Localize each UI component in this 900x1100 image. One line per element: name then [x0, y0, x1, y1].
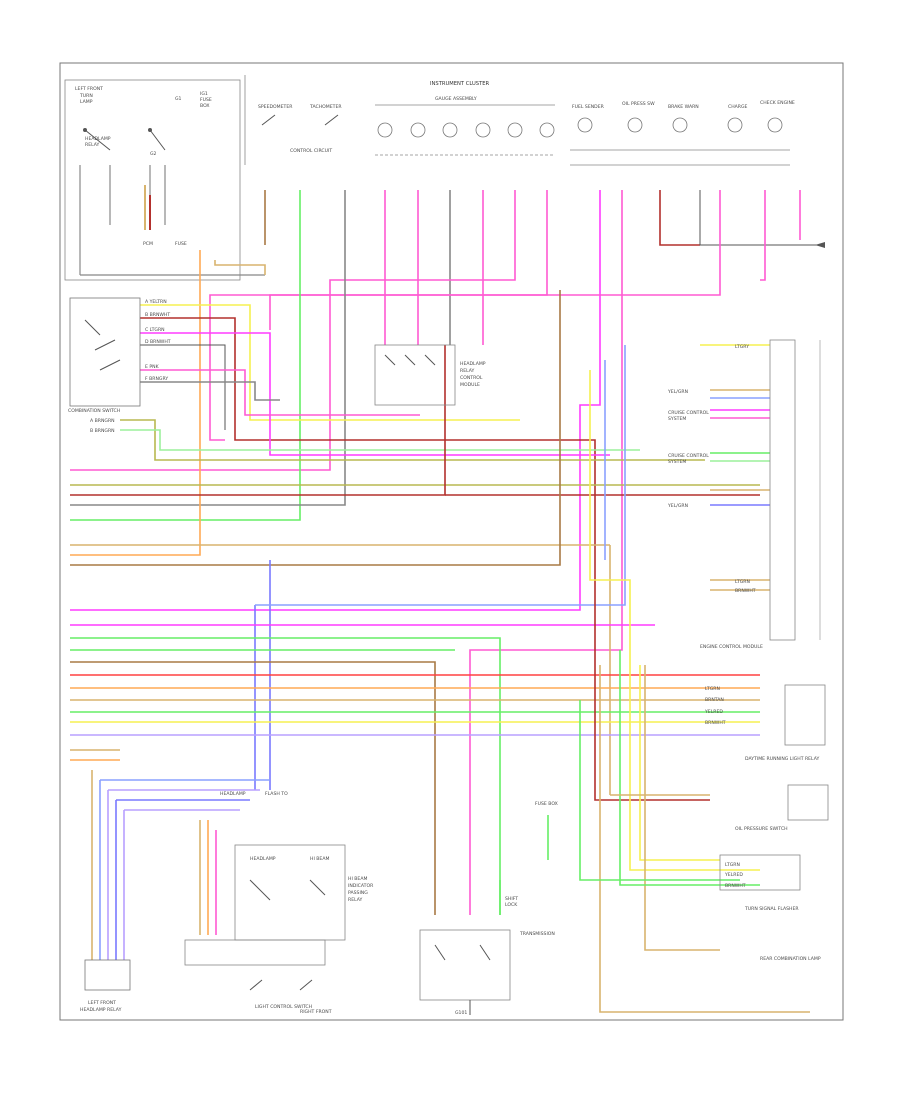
svg-text:C LTGRN: C LTGRN: [145, 327, 165, 333]
warning-lamps: FUEL SENDER OIL PRESS SW BRAKE WARN CHAR…: [572, 100, 795, 133]
svg-text:CRUISE CONTROL: CRUISE CONTROL: [668, 410, 709, 416]
svg-text:LTGRN: LTGRN: [705, 686, 720, 692]
right-front-label: RIGHT FRONT: [300, 1009, 332, 1015]
wires: [70, 190, 825, 1013]
center-relay-module: HEADLAMP RELAY CONTROL MODULE: [374, 344, 486, 406]
svg-text:YEL/GRN: YEL/GRN: [667, 503, 688, 509]
svg-text:CONTROL: CONTROL: [460, 375, 483, 381]
svg-text:LTGRY: LTGRY: [735, 344, 749, 350]
drl-label: DAYTIME RUNNING LIGHT RELAY: [745, 756, 820, 762]
svg-text:CRUISE CONTROL: CRUISE CONTROL: [668, 453, 709, 459]
ecm-label: ENGINE CONTROL MODULE: [700, 644, 763, 650]
pressure-switch-label: OIL PRESSURE SWITCH: [735, 826, 788, 832]
left-front-label: LEFT FRONT: [88, 1000, 116, 1006]
svg-text:LAMP: LAMP: [80, 99, 93, 105]
instrument-cluster: INSTRUMENT CLUSTER SPEEDOMETER TACHOMETE…: [244, 75, 795, 166]
svg-text:HEADLAMP: HEADLAMP: [250, 856, 276, 862]
light-switch-label: LIGHT CONTROL SWITCH: [255, 1004, 312, 1010]
svg-text:YELRED: YELRED: [704, 709, 723, 715]
right-connector-column: LTGRY YEL/GRN CRUISE CONTROL SYSTEM CRUI…: [667, 339, 821, 650]
arrow-icon: [815, 242, 825, 248]
svg-text:SYSTEM: SYSTEM: [668, 459, 686, 465]
svg-text:B BRNWHT: B BRNWHT: [145, 312, 170, 318]
svg-text:MODULE: MODULE: [460, 382, 480, 388]
control-circuit-label: CONTROL CIRCUIT: [290, 148, 332, 154]
bottom-left-connector: [84, 959, 131, 991]
svg-text:LTGRN: LTGRN: [725, 862, 740, 868]
svg-text:B BRNGRN: B BRNGRN: [90, 428, 115, 434]
combination-switch-label: COMBINATION SWITCH: [68, 408, 120, 414]
bottom-transmission-group: TRANSMISSION SHIFT LOCK FUSE BOX G101: [419, 801, 558, 1016]
turn-signal-label: TURN SIGNAL FLASHER: [744, 906, 799, 912]
svg-text:G2: G2: [150, 151, 157, 157]
svg-text:HI BEAM: HI BEAM: [310, 856, 329, 862]
svg-text:LOCK: LOCK: [505, 902, 518, 908]
fuel-sender-label: FUEL SENDER: [572, 104, 605, 110]
svg-text:RELAY: RELAY: [85, 142, 100, 148]
svg-text:HEADLAMP: HEADLAMP: [85, 136, 111, 142]
svg-text:G1: G1: [175, 96, 182, 102]
headlamp-relay-label: HEADLAMP RELAY: [80, 1007, 122, 1013]
speedometer-label: SPEEDOMETER: [258, 104, 293, 110]
svg-text:LEFT FRONT: LEFT FRONT: [75, 86, 103, 92]
svg-text:BRNWHT: BRNWHT: [705, 720, 726, 726]
svg-text:IG1: IG1: [200, 91, 208, 97]
tachometer-label: TACHOMETER: [309, 104, 342, 110]
diagram-frame: [59, 62, 844, 1021]
svg-text:BRNWHT: BRNWHT: [725, 883, 746, 889]
svg-text:FUSE: FUSE: [175, 241, 187, 247]
svg-text:HEADLAMP: HEADLAMP: [460, 361, 486, 367]
brake-warn-label: BRAKE WARN: [668, 104, 699, 110]
svg-text:INDICATOR: INDICATOR: [348, 883, 374, 889]
ground-label: G101: [455, 1010, 467, 1016]
svg-text:D BRNWHT: D BRNWHT: [145, 339, 171, 345]
top-left-switch-group: LEFT FRONT TURN LAMP G1 IG1 FUSE BOX HEA…: [64, 79, 241, 281]
svg-text:BRNWHT: BRNWHT: [735, 588, 756, 594]
svg-text:HEADLAMP: HEADLAMP: [220, 791, 246, 797]
svg-text:PASSING: PASSING: [348, 890, 368, 896]
right-lower-connector: LTGRN BRNTAN YELRED BRNWHT DAYTIME RUNNI…: [704, 684, 826, 762]
instrument-cluster-title: INSTRUMENT CLUSTER: [430, 81, 490, 87]
svg-text:YEL/GRN: YEL/GRN: [667, 389, 688, 395]
svg-text:FLASH TO: FLASH TO: [265, 791, 288, 797]
svg-text:F BRNGRY: F BRNGRY: [145, 376, 168, 382]
svg-text:FUSE: FUSE: [200, 97, 212, 103]
combination-switch: COMBINATION SWITCH A YELTRN B BRNWHT C L…: [68, 297, 171, 434]
svg-text:HI BEAM: HI BEAM: [348, 876, 367, 882]
svg-text:RELAY: RELAY: [348, 897, 363, 903]
charge-label: CHARGE: [728, 104, 748, 110]
svg-text:A BRNGRN: A BRNGRN: [90, 418, 115, 424]
rear-label: REAR COMBINATION LAMP: [760, 956, 821, 962]
check-engine-label: CHECK ENGINE: [760, 100, 795, 106]
svg-text:A YELTRN: A YELTRN: [145, 299, 167, 305]
svg-text:SHIFT: SHIFT: [505, 896, 518, 902]
svg-text:E PNK: E PNK: [145, 364, 160, 370]
left-rails: PCM FUSE: [79, 165, 265, 276]
svg-text:YELRED: YELRED: [724, 872, 743, 878]
transmission-label: TRANSMISSION: [519, 931, 555, 937]
svg-text:LTGRN: LTGRN: [735, 579, 750, 585]
fuse-box-label: FUSE BOX: [535, 801, 558, 807]
svg-text:PCM: PCM: [143, 241, 153, 247]
svg-text:SYSTEM: SYSTEM: [668, 416, 686, 422]
right-relay-connector: OIL PRESSURE SWITCH LTGRN YELRED BRNWHT …: [719, 784, 829, 962]
oil-press-label: OIL PRESS SW: [622, 101, 655, 107]
gauge-assembly-label: GAUGE ASSEMBLY: [435, 96, 477, 102]
svg-text:RELAY: RELAY: [460, 368, 475, 374]
svg-text:BOX: BOX: [200, 103, 210, 109]
gauge-row: [377, 122, 555, 138]
svg-text:BRNTAN: BRNTAN: [705, 697, 724, 703]
svg-text:TURN: TURN: [79, 93, 93, 99]
bottom-switch-assembly: HEADLAMP HI BEAM HI BEAM INDICATOR PASSI…: [80, 791, 374, 1015]
